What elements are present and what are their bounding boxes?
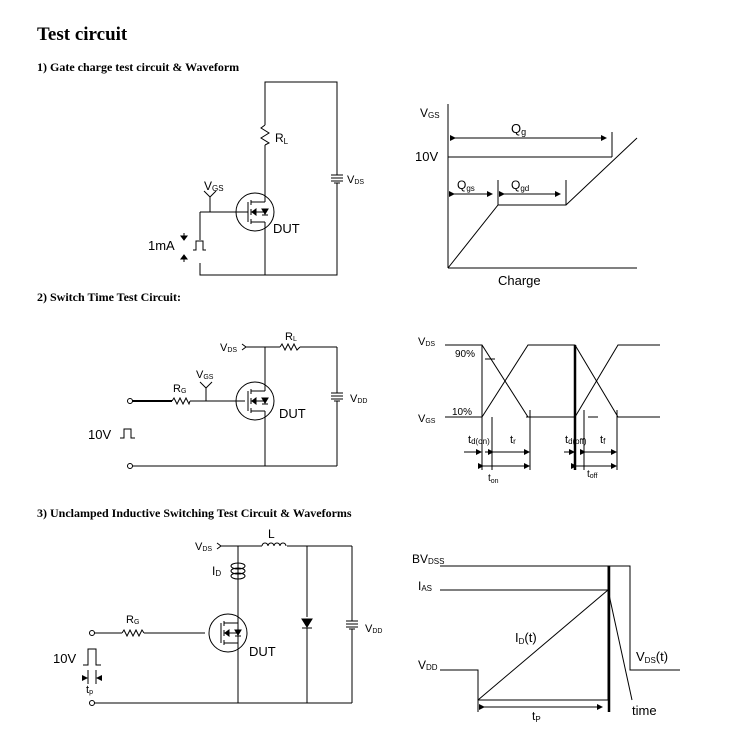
- input-terminal-top: [127, 398, 133, 404]
- uis-vdd-battery: [346, 620, 358, 630]
- vds-waveform-uis: [607, 565, 680, 700]
- qg-label: Qg: [511, 121, 526, 137]
- sw-vgs-label: VGS: [196, 369, 214, 381]
- vgs-label: VGS: [204, 179, 224, 193]
- sw-wf-vgs-label: VGS: [418, 413, 436, 425]
- rl-resistor-2: [279, 342, 301, 352]
- gate-voltage-curve: [447, 137, 638, 269]
- sw-source-label: 10V: [88, 427, 111, 442]
- uis-terminal-top: [89, 630, 95, 636]
- qgs-label: Qgs: [457, 178, 475, 193]
- uis-wf-tp-label: tP: [532, 709, 541, 724]
- switch-time-circuit: [120, 343, 338, 467]
- uis-rg-resistor: [121, 628, 145, 638]
- vdd-level: [440, 669, 608, 701]
- uis-circuit: [82, 542, 353, 704]
- switch-time-waveform: [445, 344, 660, 470]
- ias-label: IAS: [418, 579, 432, 593]
- inductor-l: [261, 542, 287, 547]
- uis-rg-label: RG: [126, 614, 139, 626]
- section-3-title: 3) Unclamped Inductive Switching Test Ci…: [37, 506, 352, 520]
- input-terminal-bottom: [127, 463, 133, 469]
- section-2-title: 2) Switch Time Test Circuit:: [37, 290, 182, 304]
- rl-resistor: [260, 124, 271, 146]
- uis-wf-vdd-label: VDD: [418, 658, 438, 672]
- bvdss-label: BVDSS: [412, 552, 444, 566]
- vds-battery: [331, 174, 343, 184]
- time-axis-label: time: [632, 703, 657, 718]
- p10-label: 10%: [452, 407, 472, 418]
- sw-rl-label: RL: [285, 331, 297, 343]
- uis-vds-label: VDS: [195, 541, 212, 553]
- uis-terminal-bottom: [89, 700, 95, 706]
- gate-charge-waveform: [447, 104, 638, 269]
- sw-rg-label: RG: [173, 383, 186, 395]
- uis-source-label: 10V: [53, 651, 76, 666]
- uis-vdd-label: VDD: [365, 623, 382, 635]
- idt-label: ID(t): [515, 630, 537, 646]
- vdd-battery: [331, 392, 343, 402]
- toff-label: toff: [587, 469, 597, 480]
- tdon-label: td(on): [468, 434, 490, 446]
- sw-dut-label: DUT: [279, 406, 306, 421]
- vdst-label: VDS(t): [636, 649, 668, 665]
- charge-axis-label: Charge: [498, 273, 541, 288]
- uis-waveform: [440, 565, 680, 712]
- rl-label: RL: [275, 131, 289, 146]
- vds-waveform: [445, 344, 660, 418]
- dut-mosfet-2: [235, 381, 275, 421]
- rg-resistor: [171, 396, 191, 406]
- tr-label: tr: [510, 434, 516, 446]
- p90-label: 90%: [455, 349, 475, 360]
- uis-dut-label: DUT: [249, 644, 276, 659]
- uis-tp-label: tp: [86, 684, 93, 696]
- sw-vds-label: VDS: [220, 342, 237, 354]
- sw-wf-vds-label: VDS: [418, 336, 435, 348]
- uis-id-label: ID: [212, 564, 221, 578]
- wf1-10v-label: 10V: [415, 149, 438, 164]
- id-fall: [607, 589, 633, 701]
- sw-vdd-label: VDD: [350, 393, 367, 405]
- wf1-vgs-label: VGS: [420, 106, 440, 120]
- vgs-waveform: [445, 344, 660, 418]
- qgd-label: Qgd: [511, 178, 529, 193]
- gate-charge-circuit: [199, 81, 338, 276]
- uis-l-label: L: [268, 527, 275, 541]
- page-title: Test circuit: [37, 24, 128, 45]
- tdoff-label: td(off): [565, 434, 587, 446]
- dut-mosfet-3: [208, 612, 248, 654]
- vds-label: VDS: [347, 174, 364, 186]
- freewheel-diode: [301, 618, 313, 629]
- id-ramp: [477, 589, 609, 701]
- dut-label: DUT: [273, 221, 300, 236]
- current-source-label: 1mA: [148, 238, 175, 253]
- section-1-title: 1) Gate charge test circuit & Waveform: [37, 60, 240, 74]
- current-probe: [230, 562, 246, 580]
- dut-mosfet: [235, 192, 275, 232]
- ton-label: ton: [488, 473, 499, 485]
- tf-label: tf: [600, 434, 606, 446]
- current-source: [180, 233, 206, 262]
